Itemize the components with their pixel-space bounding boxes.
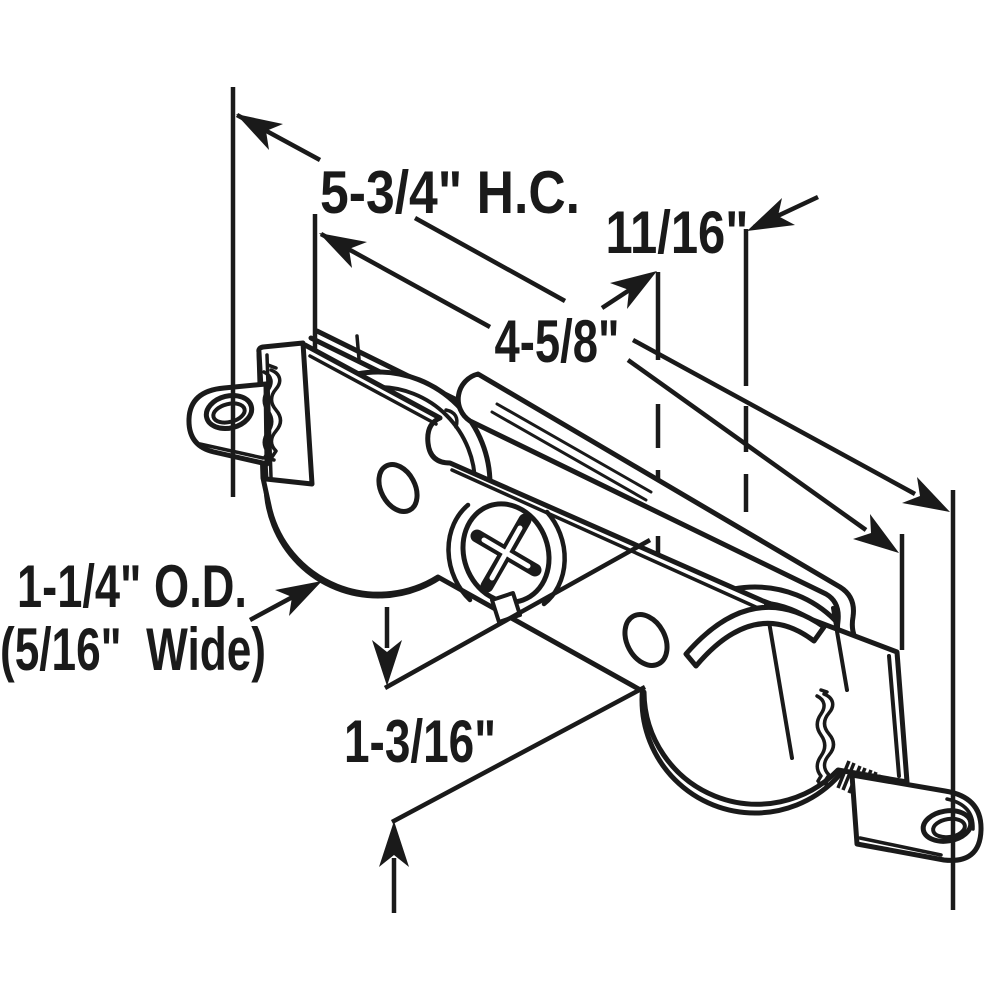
- dimension-label-end-offset: 11/16": [606, 199, 749, 266]
- plate-slot-hole-upper: [376, 462, 420, 514]
- adjustment-screw: [446, 501, 567, 624]
- dimension-label-hole-centers: 5-3/4" H.C.: [320, 159, 580, 226]
- right-spring-clip: [815, 688, 836, 786]
- arrowhead: [275, 581, 322, 616]
- dimension-arrows: [236, 114, 950, 867]
- plate-slot-hole-lower: [622, 612, 670, 668]
- phillips-cross-icon: [470, 513, 542, 593]
- dimension-labels: 5-3/4" H.C. 11/16" 4-5/8" 1-1/4" O.D. (5…: [0, 159, 749, 775]
- arrowhead: [610, 271, 657, 309]
- left-mounting-tab: [186, 381, 270, 467]
- dimension-label-roller-od: 1-1/4" O.D.: [17, 553, 247, 620]
- arrowhead: [747, 198, 795, 231]
- arrowhead: [902, 477, 950, 512]
- dimension-annotations: 5-3/4" H.C. 11/16" 4-5/8" 1-1/4" O.D. (5…: [0, 87, 956, 913]
- right-mounting-tab: [849, 772, 984, 863]
- dimension-label-housing-span: 4-5/8": [495, 308, 620, 375]
- extension-lines-front: [230, 87, 956, 910]
- housing-front-plate: [256, 334, 910, 807]
- arrowhead: [853, 514, 899, 553]
- dimension-label-roller-projection: 1-3/16": [344, 708, 496, 775]
- arrowhead: [236, 114, 283, 150]
- dimension-label-roller-width: (5/16" Wide): [0, 616, 266, 683]
- arrowhead: [372, 640, 402, 686]
- left-spring-clip: [262, 363, 283, 462]
- arrowhead: [319, 233, 367, 268]
- right-bracket-folds: [764, 602, 901, 778]
- right-wheel-yoke: [683, 604, 827, 669]
- product-drawing: [186, 328, 984, 863]
- arrowhead: [379, 821, 409, 867]
